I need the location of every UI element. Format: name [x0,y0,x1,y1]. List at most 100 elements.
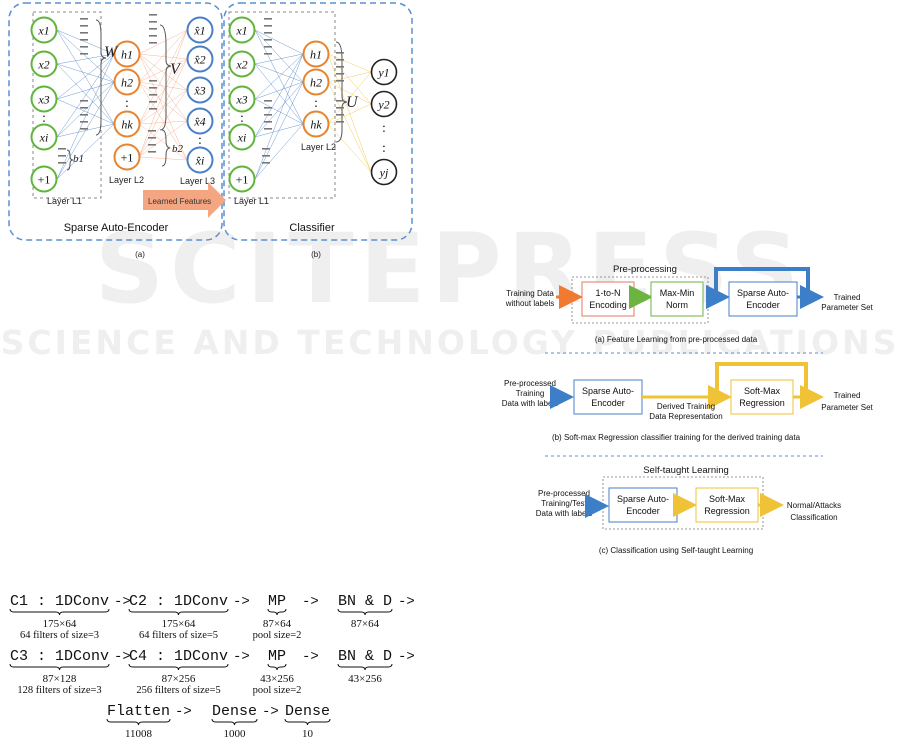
enc-hidden-node-label: +1 [121,151,134,165]
flow-a-output-line2: Parameter Set [821,303,873,312]
learned-features-label: Learned Features [148,197,211,206]
cnn-underbrace [337,663,393,671]
enc-v-edge [138,81,188,91]
weight-tick [264,121,272,123]
cnn-layer-name: C1 : 1DConv [10,593,109,610]
weight-tick [336,73,344,75]
enc-w-edge [56,53,115,138]
enc-v-edge [138,29,188,158]
cnn-arrow: -> [114,649,131,665]
enc-v-edge [138,58,188,125]
cnn-underbrace [267,608,287,616]
weight-tick [149,42,157,44]
enc-output-node-label: x̂2 [193,53,205,67]
weight-tick [264,39,272,41]
flow-a-box2-line2: Norm [666,300,688,310]
cnn-layer-info: pool size=2 [253,630,302,641]
caption-a: (a) [135,250,145,259]
cnn-layer-name: C4 : 1DConv [129,648,228,665]
cls-output-node-label: y1 [377,66,389,80]
layer-l2-label: Layer L2 [109,175,144,185]
cnn-arrow: -> [233,649,250,665]
weight-tick [336,66,344,68]
cnn-layer-dim: 11008 [125,728,153,740]
cnn-arrow: -> [175,704,192,720]
flow-a-box3-line1: Sparse Auto- [737,288,789,298]
flow-b-middle-line1: Derived Training [657,402,715,411]
enc-w-edge [56,53,115,180]
weight-tick [264,100,272,102]
flow-b-input-line3: Data with labels [502,399,558,408]
v-brace [159,24,172,131]
enc-output-node [186,146,214,174]
flow-b-box2-line2: Regression [739,398,785,408]
layer-l3-label: Layer L3 [180,176,215,186]
cls-input-node [228,123,256,151]
enc-v-edge [138,29,188,125]
cls-hidden-node-label: hk [310,118,322,132]
nn-nodes: x1x2x3:xi+1h1h2:hk+1x̂1x̂2x̂3x̂4:x̂ix1x2… [30,16,398,193]
flow-c-box2-line1: Soft-Max [709,494,746,504]
cls-u-edge [327,71,372,125]
cnn-arrow: -> [302,594,319,610]
b1-brace [66,149,74,171]
cls-output-node-label: yj [379,166,389,180]
enc-w-edge [56,81,115,100]
cls-w-edge [254,81,304,138]
flow-a-box-norm [650,281,704,317]
flow-c-box2-line2: Regression [704,506,750,516]
weight-tick [336,100,344,102]
enc-output-node [186,16,214,44]
enc-v-edge [138,58,188,158]
enc-w-edge [56,98,115,125]
cls-layer-l2-label: Layer L2 [301,142,336,152]
enc-input-node-label: x2 [37,58,49,72]
weight-tick [80,53,88,55]
learned-features-arrow [143,182,226,218]
cls-u-edge [327,81,372,105]
weight-tick [80,121,88,123]
enc-v-edge [138,89,188,125]
weight-tick [80,128,88,130]
weight-tick [262,148,270,150]
classifier-container [223,2,413,241]
cls-input-node-label: x1 [235,24,247,38]
flow-b-middle-line2: Data Representation [649,412,722,421]
cls-input-node-label: x2 [235,58,247,72]
weight-tick [264,53,272,55]
enc-input-node [30,123,58,151]
flow-c-input-line3: Data with labels [536,509,592,518]
weight-tick [148,151,156,153]
weight-tick [149,108,157,110]
cls-w-edge [254,81,304,100]
cls-output-ellipsis: : [382,141,386,156]
enc-input-node-label: x1 [37,24,49,38]
cls-w-edge [254,29,304,125]
enc-v-edge [138,53,188,91]
cls-output-node [370,58,398,86]
flow-c-input-line2: Training/Test [541,499,587,508]
cls-w-edge [254,123,304,180]
enc-w-edge [56,123,115,180]
enc-output-node-label: x̂i [195,154,205,168]
cls-w-edge [254,53,304,180]
flow-a-group-label: Pre-processing [613,264,677,275]
weight-tick [336,80,344,82]
cls-w-edge [254,53,304,100]
b1-label: b1 [73,153,84,165]
cnn-layer-info: 256 filters of size=5 [136,685,220,696]
enc-output-node-label: x̂1 [193,24,205,38]
weight-tick [149,14,157,16]
cls-w-edge [254,53,304,65]
enc-v-edge [138,29,188,55]
weight-tick [58,162,66,164]
cls-output-node [370,158,398,186]
flow-b-output-line1: Trained [834,391,861,400]
cls-input-node [228,165,256,193]
cnn-underbrace [9,608,110,616]
cnn-layer-dim: 87×64 [351,618,380,630]
cls-u-edge [327,103,372,125]
enc-hidden-node-label: hk [121,118,133,132]
enc-output-node-label: x̂3 [193,84,205,98]
